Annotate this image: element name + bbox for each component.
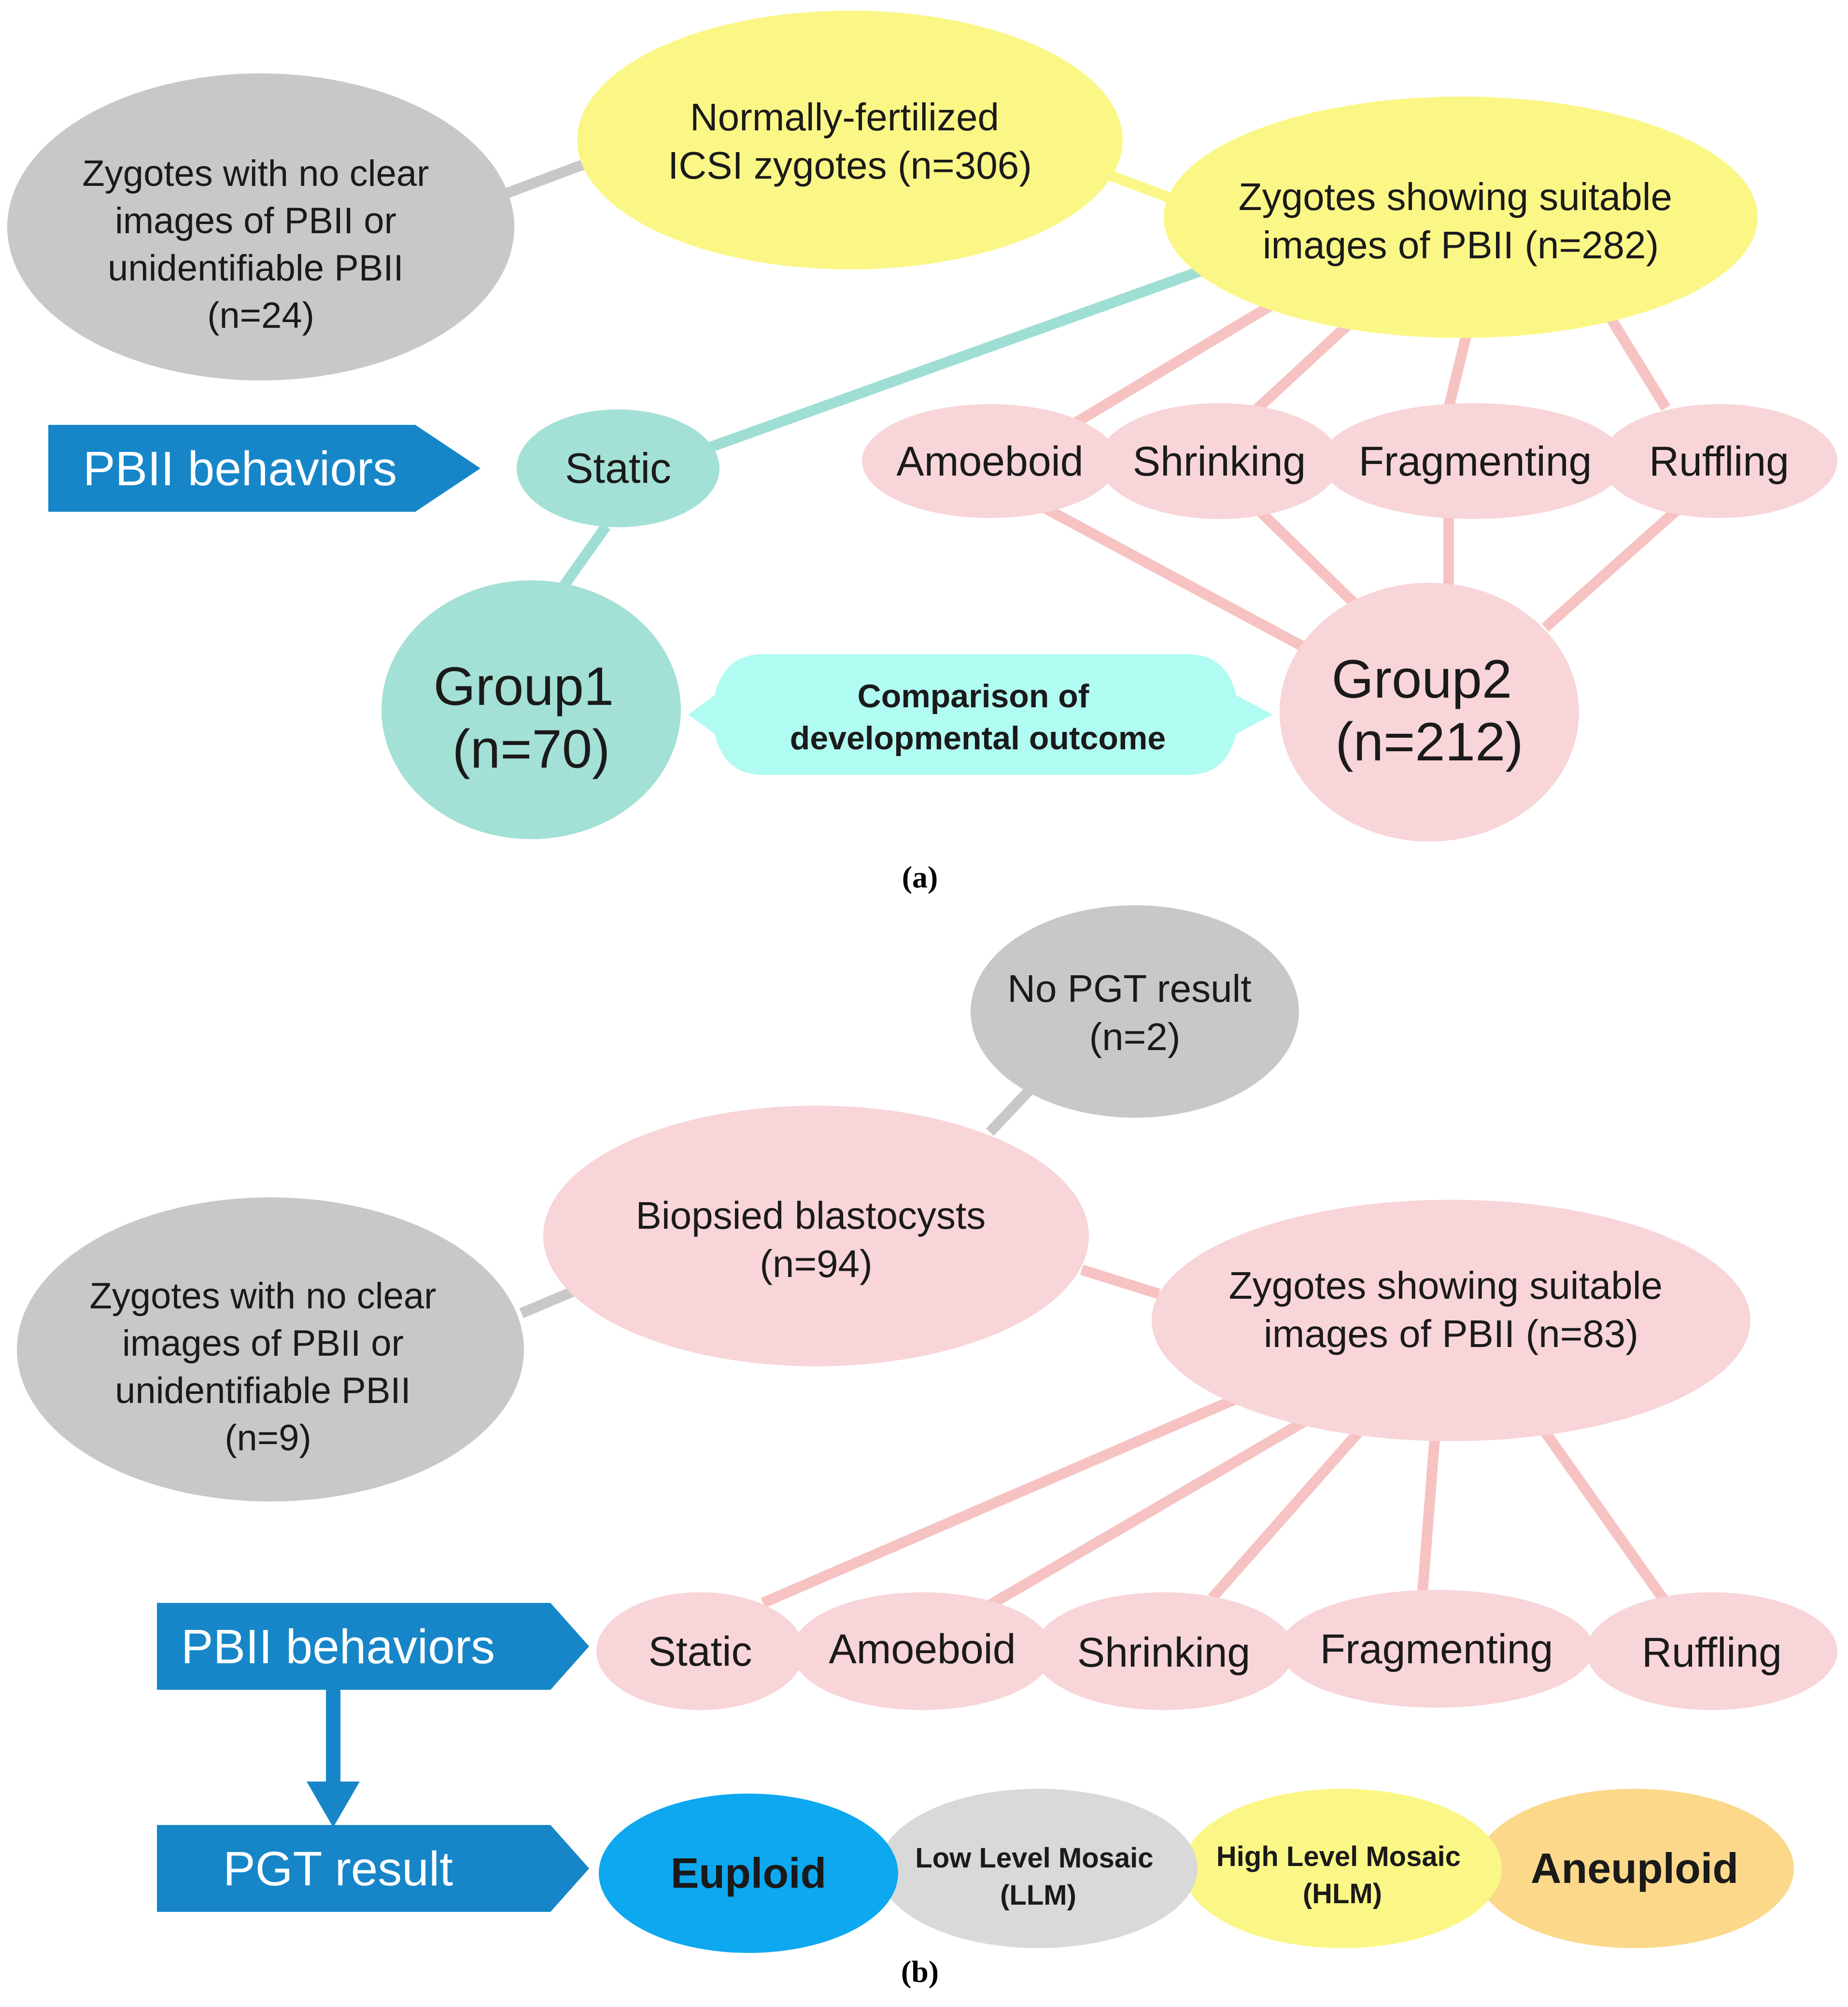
- behavior-ruffling-label: Ruffling: [1649, 438, 1789, 485]
- connector-amoeboid-to-group2: [1035, 500, 1307, 652]
- behavior-static-b-node: [596, 1592, 804, 1710]
- suitable-zygotes-label: Zygotes showing suitable images of PBII …: [1239, 175, 1683, 267]
- behavior-ruffling-b-label: Ruffling: [1642, 1629, 1782, 1676]
- connector-suitable-to-fragmenting: [1443, 327, 1473, 409]
- group2-node: [1280, 583, 1579, 842]
- pbii-behaviors-tag-label: PBII behaviors: [83, 442, 397, 496]
- excluded-zygotes-node: [7, 73, 514, 380]
- excluded-zygotes-label: Zygotes with no clear images of PBII or …: [82, 153, 439, 336]
- behavior-ruffling-b-node: [1586, 1592, 1837, 1710]
- pgt-llm-label: Low Level Mosaic (LLM): [915, 1842, 1161, 1911]
- behavior-static-node: [517, 409, 719, 527]
- panel-a: Zygotes with no clear images of PBII or …: [7, 11, 1837, 894]
- behavior-amoeboid-node: [862, 404, 1118, 518]
- root-zygotes-label: Normally-fertilized ICSI zygotes (n=306): [668, 96, 1032, 187]
- suitable-zygotes-b-node: [1152, 1200, 1750, 1441]
- group1-node: [381, 580, 681, 839]
- pbii-behaviors-tag-b: [157, 1603, 589, 1690]
- biopsied-blastocysts-label: Biopsied blastocysts (n=94): [635, 1194, 996, 1285]
- panel-a-connectors: [505, 159, 1684, 652]
- down-arrow: [307, 1690, 360, 1827]
- behavior-amoeboid-b-node: [792, 1592, 1053, 1710]
- panel-b-label: (b): [901, 1954, 939, 1989]
- connector-suitable-to-shrinking-b: [1208, 1408, 1381, 1602]
- connector-suitable-to-shrinking: [1252, 317, 1356, 415]
- pgt-aneuploid-label: Aneuploid: [1531, 1844, 1738, 1892]
- suitable-zygotes-node: [1164, 97, 1758, 338]
- connector-shrinking-to-group2: [1252, 503, 1361, 610]
- pgt-hlm-node: [1183, 1789, 1502, 1948]
- connector-biopsied-to-no-pgt: [986, 1087, 1033, 1136]
- behavior-fragmenting-label: Fragmenting: [1359, 438, 1592, 485]
- pgt-result-tag-label: PGT result: [223, 1842, 453, 1896]
- excluded-zygotes-b-node: [17, 1197, 524, 1502]
- connector-ruffling-to-group2: [1541, 503, 1684, 632]
- connector-suitable-to-static-b: [761, 1385, 1258, 1608]
- pgt-euploid-node: [599, 1794, 898, 1953]
- connector-root-to-excluded: [505, 159, 586, 198]
- no-pgt-label: No PGT result (n=2): [1007, 967, 1262, 1058]
- pgt-aneuploid-node: [1475, 1789, 1794, 1948]
- connector-suitable-to-amoeboid-b: [982, 1400, 1336, 1613]
- behavior-fragmenting-b-node: [1280, 1590, 1594, 1708]
- connector-suitable-to-static: [703, 265, 1204, 454]
- connector-suitable-to-fragmenting-b: [1417, 1414, 1442, 1599]
- connector-suitable-to-ruffling: [1603, 311, 1671, 411]
- behavior-ruffling-node: [1601, 404, 1837, 518]
- behavior-fragmenting-b-label: Fragmenting: [1320, 1626, 1553, 1672]
- biopsied-blastocysts-node: [543, 1106, 1089, 1366]
- panel-b: No PGT result (n=2) Biopsied blastocysts…: [17, 905, 1837, 1989]
- pgt-result-tag: [157, 1825, 589, 1912]
- suitable-zygotes-b-label: Zygotes showing suitable images of PBII …: [1229, 1264, 1674, 1355]
- behavior-fragmenting-node: [1321, 403, 1625, 519]
- connector-biopsied-to-suitable: [1080, 1264, 1161, 1299]
- pbii-behaviors-tag-b-label: PBII behaviors: [181, 1620, 495, 1674]
- behavior-amoeboid-label: Amoeboid: [896, 438, 1083, 485]
- behavior-shrinking-b-node: [1033, 1592, 1294, 1710]
- comparison-callout-label: Comparison of developmental outcome: [790, 678, 1166, 757]
- group2-label: Group2 (n=212): [1332, 649, 1527, 772]
- behavior-static-b-label: Static: [648, 1628, 752, 1675]
- excluded-zygotes-b-label: Zygotes with no clear images of PBII or …: [89, 1276, 446, 1459]
- connector-suitable-to-ruffling-b: [1522, 1402, 1670, 1606]
- behavior-amoeboid-b-label: Amoeboid: [829, 1626, 1016, 1672]
- panel-a-label: (a): [902, 860, 938, 894]
- pgt-hlm-label: High Level Mosaic (HLM): [1216, 1841, 1468, 1909]
- panel-b-connectors: [519, 1087, 1670, 1613]
- behavior-static-label: Static: [565, 444, 671, 492]
- behavior-shrinking-label: Shrinking: [1133, 438, 1306, 485]
- behavior-shrinking-node: [1099, 403, 1340, 519]
- pgt-llm-node: [879, 1789, 1198, 1948]
- comparison-callout: [688, 654, 1272, 775]
- pbii-behaviors-tag: [48, 425, 480, 512]
- connector-suitable-to-amoeboid: [1069, 298, 1278, 430]
- no-pgt-node: [971, 905, 1299, 1118]
- behavior-shrinking-b-label: Shrinking: [1077, 1629, 1251, 1676]
- group1-label: Group1 (n=70): [434, 656, 629, 779]
- pgt-euploid-label: Euploid: [671, 1849, 827, 1897]
- root-zygotes-node: [577, 11, 1123, 269]
